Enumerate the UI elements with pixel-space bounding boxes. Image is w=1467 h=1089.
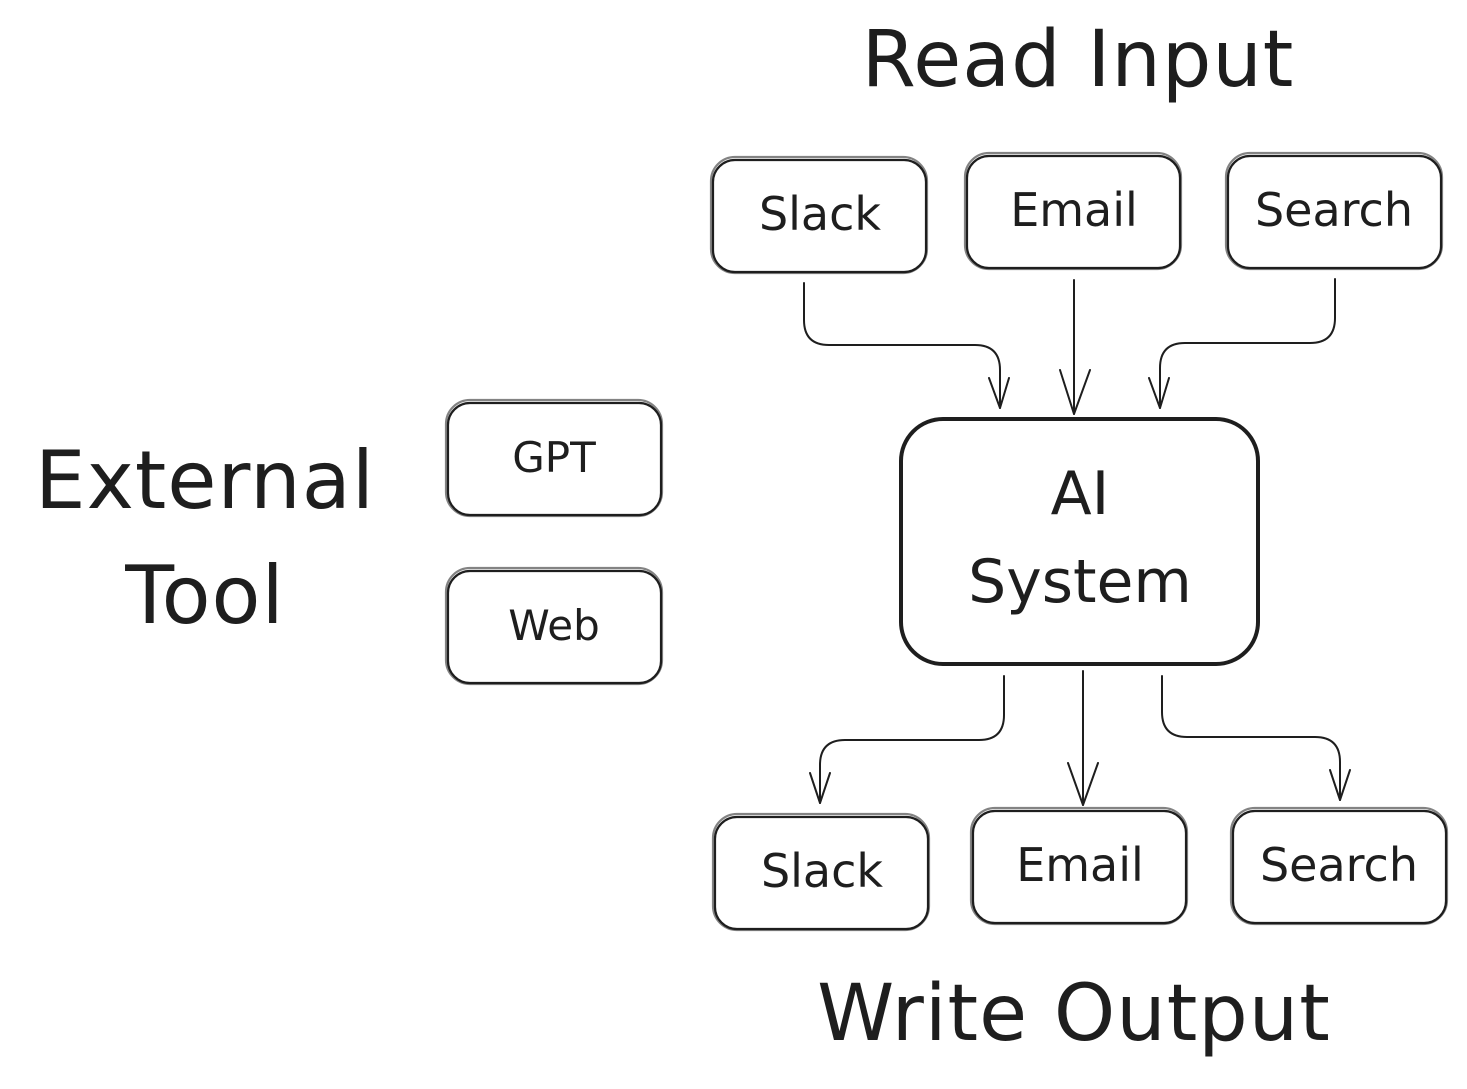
output-slack-label: Slack — [761, 844, 883, 898]
arrow-slack-to-ai — [803, 282, 1010, 409]
read-input-heading: Read Input — [862, 15, 1295, 105]
output-email: Email — [969, 806, 1189, 926]
tool-web-label: Web — [508, 601, 600, 650]
input-slack-label: Slack — [759, 187, 881, 241]
external-tool-label-line2: Tool — [124, 549, 284, 642]
tool-gpt-label: GPT — [512, 433, 596, 482]
tool-web: Web — [444, 566, 664, 686]
arrow-email-to-ai — [1059, 279, 1091, 415]
input-search-label: Search — [1255, 183, 1413, 237]
arrow-ai-to-email — [1067, 670, 1099, 806]
output-search-label: Search — [1260, 838, 1418, 892]
input-email: Email — [963, 151, 1183, 271]
arrow-ai-to-search — [1161, 675, 1351, 801]
input-search: Search — [1224, 151, 1444, 271]
tool-gpt: GPT — [444, 398, 664, 518]
input-email-label: Email — [1010, 183, 1138, 237]
write-output-heading: Write Output — [817, 969, 1331, 1059]
ai-system-label-line1: AI — [1051, 459, 1110, 529]
arrow-ai-to-slack — [809, 675, 1005, 804]
ai-system-label-line2: System — [968, 547, 1192, 617]
output-search: Search — [1229, 806, 1449, 926]
external-tool-label-line1: External — [35, 434, 375, 527]
input-slack: Slack — [709, 155, 929, 275]
output-slack: Slack — [711, 812, 931, 932]
ai-system-node: AI System — [899, 417, 1260, 666]
output-email-label: Email — [1016, 838, 1144, 892]
arrow-search-to-ai — [1148, 278, 1336, 409]
